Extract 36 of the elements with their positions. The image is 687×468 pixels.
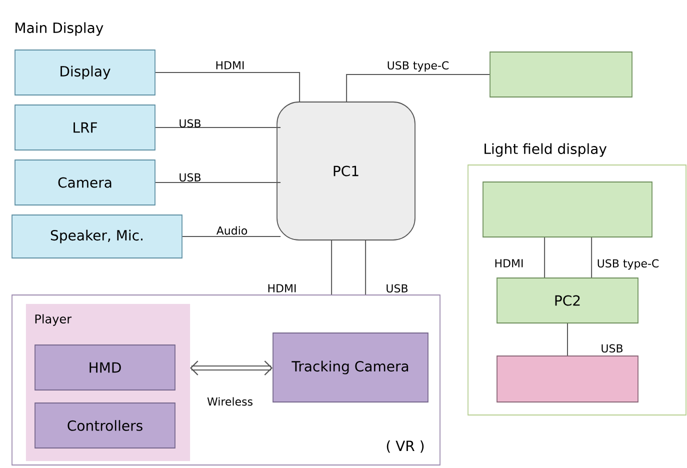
- device-box: Camera: [14, 160, 156, 206]
- connector-line: [567, 322, 568, 356]
- connector-line: [591, 236, 592, 278]
- device-box: HMD: [34, 344, 176, 390]
- device-box: Speaker, Mic.: [12, 214, 182, 258]
- edge-label: USB: [180, 173, 200, 182]
- connector-line: [331, 240, 332, 296]
- edge-label: Audio: [216, 226, 248, 235]
- connector-line: [544, 236, 546, 278]
- edge-label: HDMI: [495, 259, 523, 268]
- edge-label: USB: [602, 344, 623, 353]
- device-box: [482, 182, 652, 238]
- edge-label: HDMI: [216, 61, 244, 70]
- edge-label: USB: [180, 119, 200, 128]
- edge-label: HDMI: [268, 284, 296, 292]
- node-label: Light field display: [484, 143, 607, 157]
- device-box: Controllers: [34, 402, 176, 448]
- edge-label: USB type-C: [598, 259, 659, 270]
- device-box: Tracking Camera: [272, 332, 428, 402]
- connector-line: [182, 236, 282, 237]
- section-heading: Main Display: [16, 22, 104, 36]
- device-box: [490, 52, 632, 98]
- device-box: Display: [14, 50, 156, 96]
- connector-line: [346, 74, 490, 102]
- edge-label: Wireless: [207, 397, 252, 406]
- connector-line: [365, 240, 366, 296]
- connector-line: [190, 360, 273, 376]
- device-box: [496, 356, 638, 402]
- connector-line: [154, 182, 282, 183]
- connector-line: [154, 72, 300, 102]
- connector-line: [154, 127, 282, 128]
- device-box: PC2: [496, 278, 638, 324]
- edge-label: USB: [386, 284, 408, 293]
- edge-label: USB type-C: [388, 61, 449, 72]
- device-box: LRF: [14, 104, 156, 150]
- pc-box: PC1: [276, 102, 416, 240]
